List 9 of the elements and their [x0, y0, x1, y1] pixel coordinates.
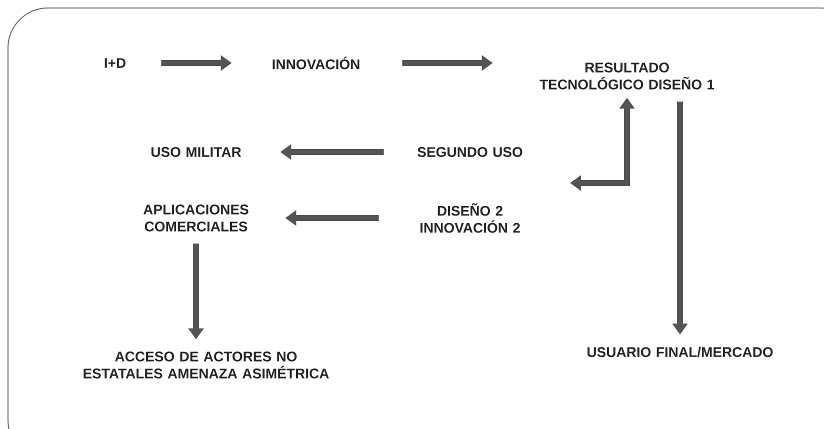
- node-label: INNOVACIÓN: [272, 56, 360, 70]
- node-label: ACCESO DE ACTORES NO ESTATALES AMENAZA ASIMÉTRICA: [84, 352, 329, 378]
- node-label: RESULTADO TECNOLÓGICO DISEÑO 1: [540, 62, 714, 90]
- node-label: APLICACIONES COMERCIALES: [143, 204, 248, 232]
- node-label: USO MILITAR: [151, 147, 242, 157]
- node-label: USUARIO FINAL/MERCADO: [588, 346, 773, 358]
- node-label: SEGUNDO USO: [418, 147, 522, 157]
- node-label: I+D: [104, 58, 126, 68]
- node-label: DISEÑO 2 INNOVACIÓN 2: [420, 203, 520, 233]
